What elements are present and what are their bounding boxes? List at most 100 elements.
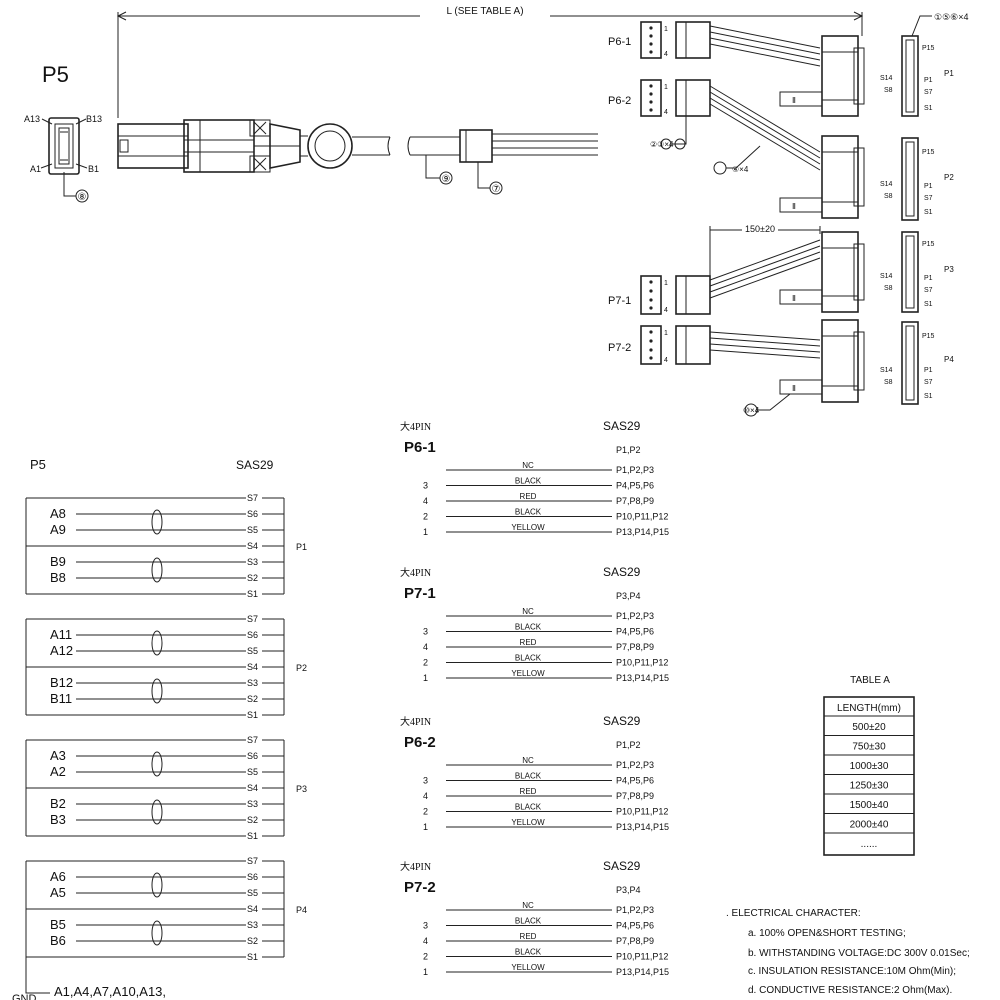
- twisted-pair-marker: [151, 557, 163, 583]
- pinout-sas-pin-group: P4,P5,P6: [616, 627, 654, 637]
- schematic-left-title: P5: [30, 457, 46, 472]
- pinout-sas-pin-group: P13,P14,P15: [616, 527, 669, 537]
- sata-front-p2: P15 S14 S8 P1 S7 S1 P2: [880, 137, 954, 221]
- sata-front-p1: ①⑤⑥×4 P15 S14 S8 P1 S7 S1 P1: [880, 12, 968, 117]
- signal-label: S7: [247, 614, 258, 624]
- svg-text:P15: P15: [922, 45, 935, 52]
- p5-pin-label: B3: [50, 812, 66, 827]
- pinout-connector-name: P7-2: [404, 879, 436, 896]
- svg-text:S1: S1: [924, 393, 933, 400]
- signal-label: S1: [247, 710, 258, 720]
- pinout-sas-pin-group: P4,P5,P6: [616, 921, 654, 931]
- pinout-chinese-label: 大4PIN: [400, 715, 431, 728]
- sata-connector-p2-side: Ⅱ: [779, 135, 865, 219]
- pinout-pin-number: 4: [423, 496, 428, 506]
- pinout-sas-pin-group: P1,P2,P3: [616, 905, 654, 915]
- svg-text:P1: P1: [924, 77, 933, 84]
- pinout-sas-pin-group: P7,P8,P9: [616, 496, 654, 506]
- sas-plug-body: [117, 119, 391, 173]
- p5-pin-label: A11: [50, 627, 72, 642]
- fan-connector-p6-2: P6-2 1 4 ②③×4: [608, 79, 711, 150]
- p5-pin-label: B11: [50, 691, 72, 706]
- pinout-wire-color: BLACK: [515, 917, 542, 926]
- pinout-sas-pin-group: P4,P5,P6: [616, 776, 654, 786]
- pinout-chinese-label: 大4PIN: [400, 860, 431, 873]
- twisted-pair-marker: [151, 630, 163, 656]
- pinout-pin-number: 2: [423, 807, 428, 817]
- p5-pin-label: B2: [50, 796, 66, 811]
- signal-label: S6: [247, 751, 258, 761]
- fan-label-p6-1: P6-1: [608, 36, 631, 48]
- pinout-sas-pin-group: P13,P14,P15: [616, 967, 669, 977]
- pinout-connector-name: P6-1: [404, 439, 436, 456]
- table-a-length: 500±20: [852, 722, 886, 733]
- svg-text:S7: S7: [924, 89, 933, 96]
- svg-text:P15: P15: [922, 333, 935, 340]
- signal-label: S5: [247, 888, 258, 898]
- svg-text:1: 1: [664, 280, 668, 287]
- svg-text:P15: P15: [922, 149, 935, 156]
- electrical-character: . ELECTRICAL CHARACTER: a. 100% OPEN&SHO…: [726, 908, 970, 996]
- wire-bundles: ④×4 150±20: [709, 25, 821, 359]
- pinout-pin-number: 1: [423, 673, 428, 683]
- schematic-port-label: P3: [296, 784, 307, 794]
- pinout-wire-color: YELLOW: [511, 963, 545, 972]
- svg-text:S7: S7: [924, 195, 933, 202]
- pinout-wire-color: RED: [520, 638, 537, 647]
- signal-label: S2: [247, 694, 258, 704]
- pinout-sas-label: SAS29: [603, 565, 641, 579]
- length-label: L (SEE TABLE A): [446, 6, 523, 17]
- callout-9: ⑨: [442, 174, 451, 185]
- sata-front-p3: P15 S14 S8 P1 S7 S1 P3: [880, 231, 954, 313]
- svg-text:P1: P1: [924, 367, 933, 374]
- signal-label: S3: [247, 557, 258, 567]
- pinout-sas-label: SAS29: [603, 859, 641, 873]
- sata-name-p3: P3: [944, 265, 954, 274]
- electrical-item-b: b. WITHSTANDING VOLTAGE:DC 300V 0.01Sec;: [748, 948, 970, 959]
- pinout-wire-color: BLACK: [515, 623, 542, 632]
- pinout-sas-pin-group: P4,P5,P6: [616, 481, 654, 491]
- fan-connector-p7-1: P7-1 1 4: [608, 275, 711, 315]
- gnd-lead: [25, 957, 50, 994]
- signal-label: S4: [247, 904, 258, 914]
- pinout-sas-pin-group: P7,P8,P9: [616, 791, 654, 801]
- p5-pin-a1: A1: [30, 164, 41, 174]
- signal-label: S4: [247, 783, 258, 793]
- wire-item-note: ④×4: [732, 165, 749, 174]
- callout-8: ⑧: [78, 192, 87, 203]
- svg-text:S8: S8: [884, 193, 893, 200]
- pinout-pin-number: 4: [423, 791, 428, 801]
- pinout-pin-number: 1: [423, 527, 428, 537]
- signal-label: S1: [247, 952, 258, 962]
- gnd-pins-line1: A1,A4,A7,A10,A13,: [54, 984, 166, 999]
- p5-pin-a13: A13: [24, 114, 40, 124]
- svg-text:1: 1: [664, 84, 668, 91]
- svg-text:S1: S1: [924, 301, 933, 308]
- svg-text:P15: P15: [922, 241, 935, 248]
- p5-pin-label: A5: [50, 885, 66, 900]
- fan-connector-p7-2: P7-2 1 4: [608, 325, 711, 365]
- pinout-pin-number: 2: [423, 952, 428, 962]
- p5-title: P5: [42, 62, 69, 87]
- signal-label: S1: [247, 831, 258, 841]
- sata-connector-p3-side: Ⅱ: [779, 231, 865, 313]
- pinout-sas-pin-group: P10,P11,P12: [616, 658, 668, 668]
- pinout-sas-pin-group: P10,P11,P12: [616, 807, 668, 817]
- twisted-pair-marker: [151, 799, 163, 825]
- signal-label: S3: [247, 678, 258, 688]
- fan-label-p6-2: P6-2: [608, 95, 631, 107]
- twisted-pair-marker: [151, 751, 163, 777]
- signal-label: S5: [247, 646, 258, 656]
- twisted-pair-marker: [151, 678, 163, 704]
- signal-label: S2: [247, 815, 258, 825]
- signal-label: S5: [247, 767, 258, 777]
- pinout-sas-pin-group: P7,P8,P9: [616, 936, 654, 946]
- fan-item-note: ②③×4: [650, 140, 674, 149]
- svg-text:4: 4: [664, 357, 668, 364]
- pinout-wire-color: BLACK: [515, 477, 542, 486]
- twisted-pair-marker: [151, 920, 163, 946]
